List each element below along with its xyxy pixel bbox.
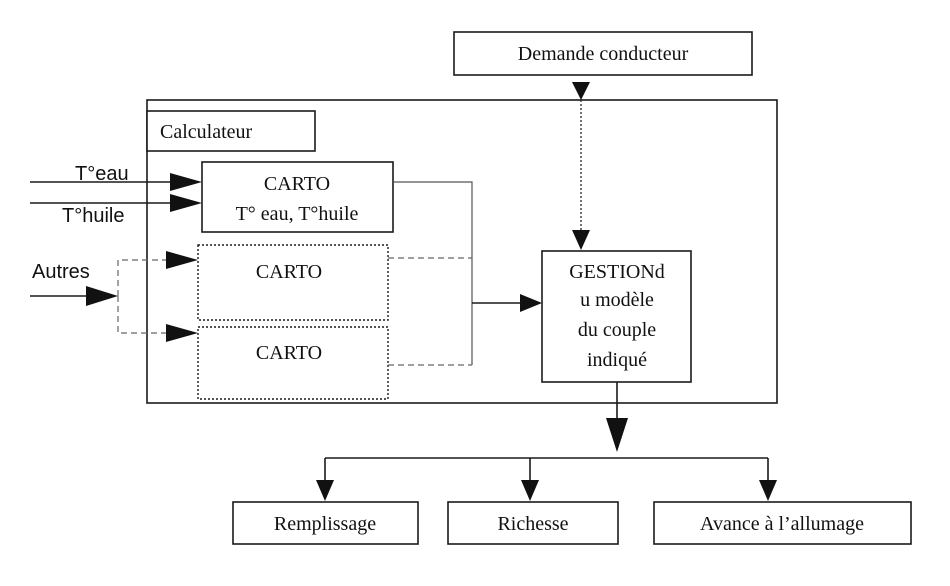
input-teau-label: T°eau	[75, 163, 129, 185]
carto-teau-thuile-box	[201, 161, 394, 233]
carto-1-title: CARTO	[264, 173, 330, 195]
remplissage-arrowhead	[316, 480, 334, 501]
carto-3-box	[197, 326, 389, 400]
input-autres-arrowhead	[86, 286, 118, 306]
carto-3-title: CARTO	[256, 342, 322, 364]
carto-2-box	[197, 244, 389, 321]
gestion-line-1: GESTIONd	[569, 261, 665, 283]
demande-conducteur-label: Demande conducteur	[518, 43, 689, 65]
calculateur-label: Calculateur	[160, 121, 253, 143]
demande-conducteur-box	[453, 31, 753, 76]
input-thuile-arrowhead	[170, 194, 202, 212]
carto-2-input-arrowhead	[166, 251, 198, 269]
input-teau-arrowhead	[170, 173, 202, 191]
avance-arrowhead	[759, 480, 777, 501]
avance-allumage-box	[653, 501, 912, 545]
richesse-box	[447, 501, 619, 545]
gestion-line-3: du couple	[578, 319, 656, 341]
input-thuile-label: T°huile	[62, 205, 124, 227]
carto-2-title: CARTO	[256, 261, 322, 283]
richesse-arrowhead	[521, 480, 539, 501]
autres-to-carto-3-connector	[117, 296, 168, 334]
gestion-couple-box	[541, 250, 692, 383]
autres-to-carto-2-connector	[117, 259, 168, 296]
richesse-label: Richesse	[497, 513, 568, 535]
avance-allumage-label: Avance à l’allumage	[700, 513, 864, 535]
gestion-line-4: indiqué	[587, 349, 647, 371]
gestion-line-2: u modèle	[580, 289, 654, 311]
input-autres-label: Autres	[32, 261, 90, 283]
carto-1-subtitle: T° eau, T°huile	[236, 203, 359, 225]
demande-arrowhead	[572, 82, 590, 100]
gestion-top-arrowhead	[572, 230, 590, 250]
carto-3-input-arrowhead	[166, 324, 198, 342]
calculateur-label-box	[146, 110, 316, 152]
gestion-output-arrowhead	[606, 418, 628, 452]
remplissage-label: Remplissage	[274, 513, 376, 535]
remplissage-box	[232, 501, 419, 545]
carto-outputs-bus	[393, 181, 473, 365]
gestion-left-arrowhead	[520, 294, 542, 312]
